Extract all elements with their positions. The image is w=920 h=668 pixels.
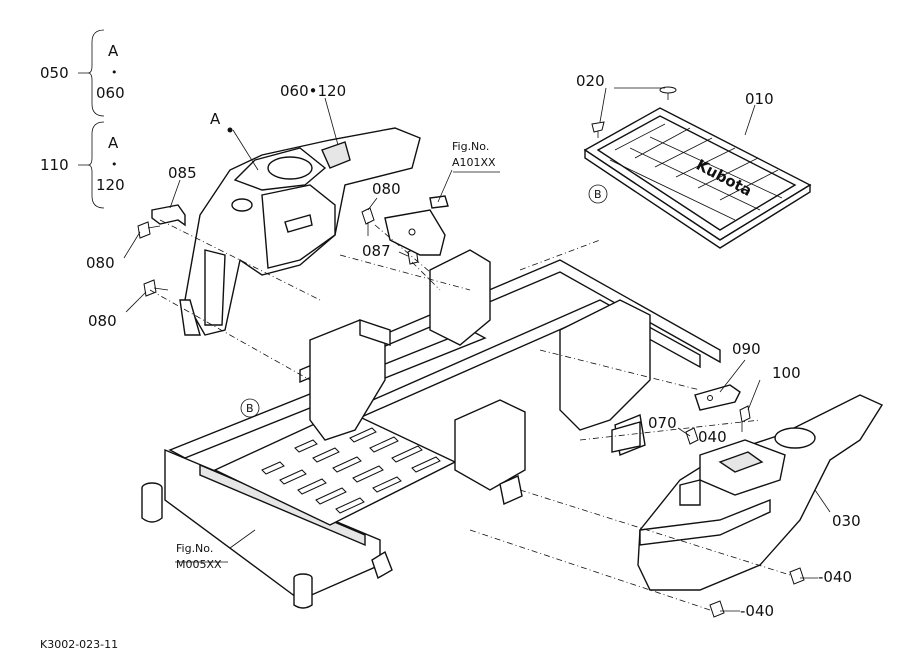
brace2-bottom: 120	[96, 176, 125, 194]
label-fig-m005-line1: Fig.No.	[176, 542, 213, 555]
front-cover-030	[637, 394, 884, 591]
label-fig-a101-line2: A101XX	[452, 156, 496, 169]
label-020: 020	[576, 72, 605, 90]
brace1-mid: •	[111, 66, 118, 79]
label-050: 050	[40, 64, 69, 82]
label-100: 100	[772, 364, 801, 382]
label-ref-a: A	[210, 110, 221, 128]
brace2-top: A	[108, 134, 119, 152]
drawing-code: K3002-023-11	[40, 638, 118, 651]
circle-b-frame: B	[246, 402, 254, 415]
label-040-bottom: -040	[740, 602, 774, 620]
label-030: 030	[832, 512, 861, 530]
brace1-top: A	[108, 42, 119, 60]
rear-fender-assembly	[179, 127, 421, 336]
label-010: 010	[745, 90, 774, 108]
label-080-top: 080	[372, 180, 401, 198]
label-087: 087	[362, 242, 391, 260]
bracket-070	[611, 421, 641, 453]
circle-b-mat: B	[594, 188, 602, 201]
label-040-upper: 040	[698, 428, 727, 446]
chassis-frame	[141, 249, 721, 609]
part-labels: A 060•120 085 080 080 080 087 Fig.No. A1…	[40, 72, 861, 651]
bracket-plate-087	[384, 195, 449, 256]
bracket-090	[694, 384, 741, 411]
label-fig-m005-line2: M005XX	[176, 558, 222, 571]
label-fig-a101-line1: Fig.No.	[452, 140, 489, 153]
legend-brace-110: 110 A • 120	[40, 121, 125, 209]
label-110: 110	[40, 156, 69, 174]
label-080-left-upper: 080	[86, 254, 115, 272]
label-060-120: 060•120	[280, 82, 346, 100]
label-040-right: -040	[818, 568, 852, 586]
clips-020	[591, 86, 677, 138]
legend-brace-050: 050 A • 060	[40, 29, 125, 117]
brace1-bottom: 060	[96, 84, 125, 102]
label-090: 090	[732, 340, 761, 358]
label-080-left-lower: 080	[88, 312, 117, 330]
label-070: 070	[648, 414, 677, 432]
bracket-085	[151, 204, 186, 227]
center-lines	[149, 219, 791, 611]
brace2-mid: •	[111, 158, 118, 171]
leader-lines	[123, 87, 831, 612]
label-085: 085	[168, 164, 197, 182]
floor-mat-010: Kubota	[583, 107, 812, 249]
